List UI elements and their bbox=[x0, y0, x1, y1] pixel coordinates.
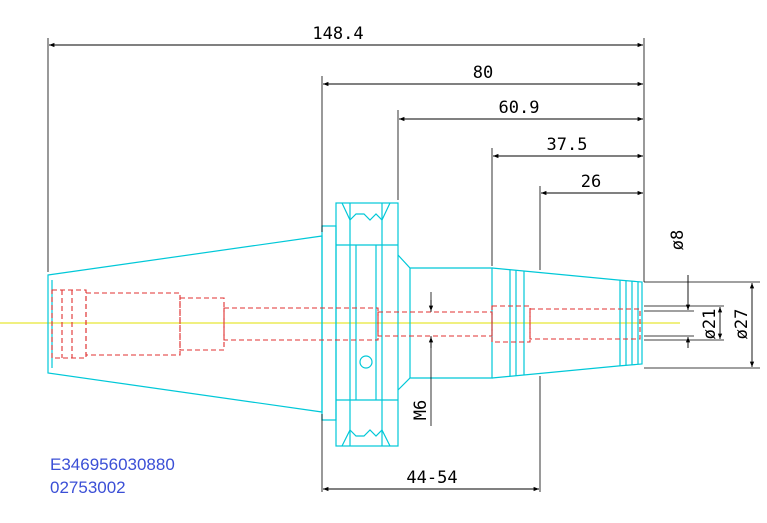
dim-80: 80 bbox=[473, 63, 493, 83]
dim-dia-27: ø27 bbox=[732, 309, 752, 340]
taper-shank bbox=[47, 235, 323, 413]
dim-thread-m6: M6 bbox=[411, 400, 431, 420]
part-code-line1: E346956030880 bbox=[50, 455, 175, 474]
hidden-bore bbox=[51, 289, 641, 359]
dim-overall-length: 148.4 bbox=[312, 24, 363, 44]
dim-60-9: 60.9 bbox=[499, 98, 540, 118]
extension-lines bbox=[47, 38, 760, 492]
dim-26: 26 bbox=[581, 172, 601, 192]
dim-dia-21: ø21 bbox=[700, 309, 720, 340]
flange bbox=[321, 202, 399, 447]
dim-dia-8: ø8 bbox=[668, 230, 688, 250]
collet-nose bbox=[491, 267, 643, 379]
part-code-line2: 02753002 bbox=[50, 478, 126, 497]
dim-44-54: 44-54 bbox=[406, 468, 457, 488]
dim-37-5: 37.5 bbox=[547, 135, 588, 155]
dimension-lines bbox=[49, 42, 755, 492]
